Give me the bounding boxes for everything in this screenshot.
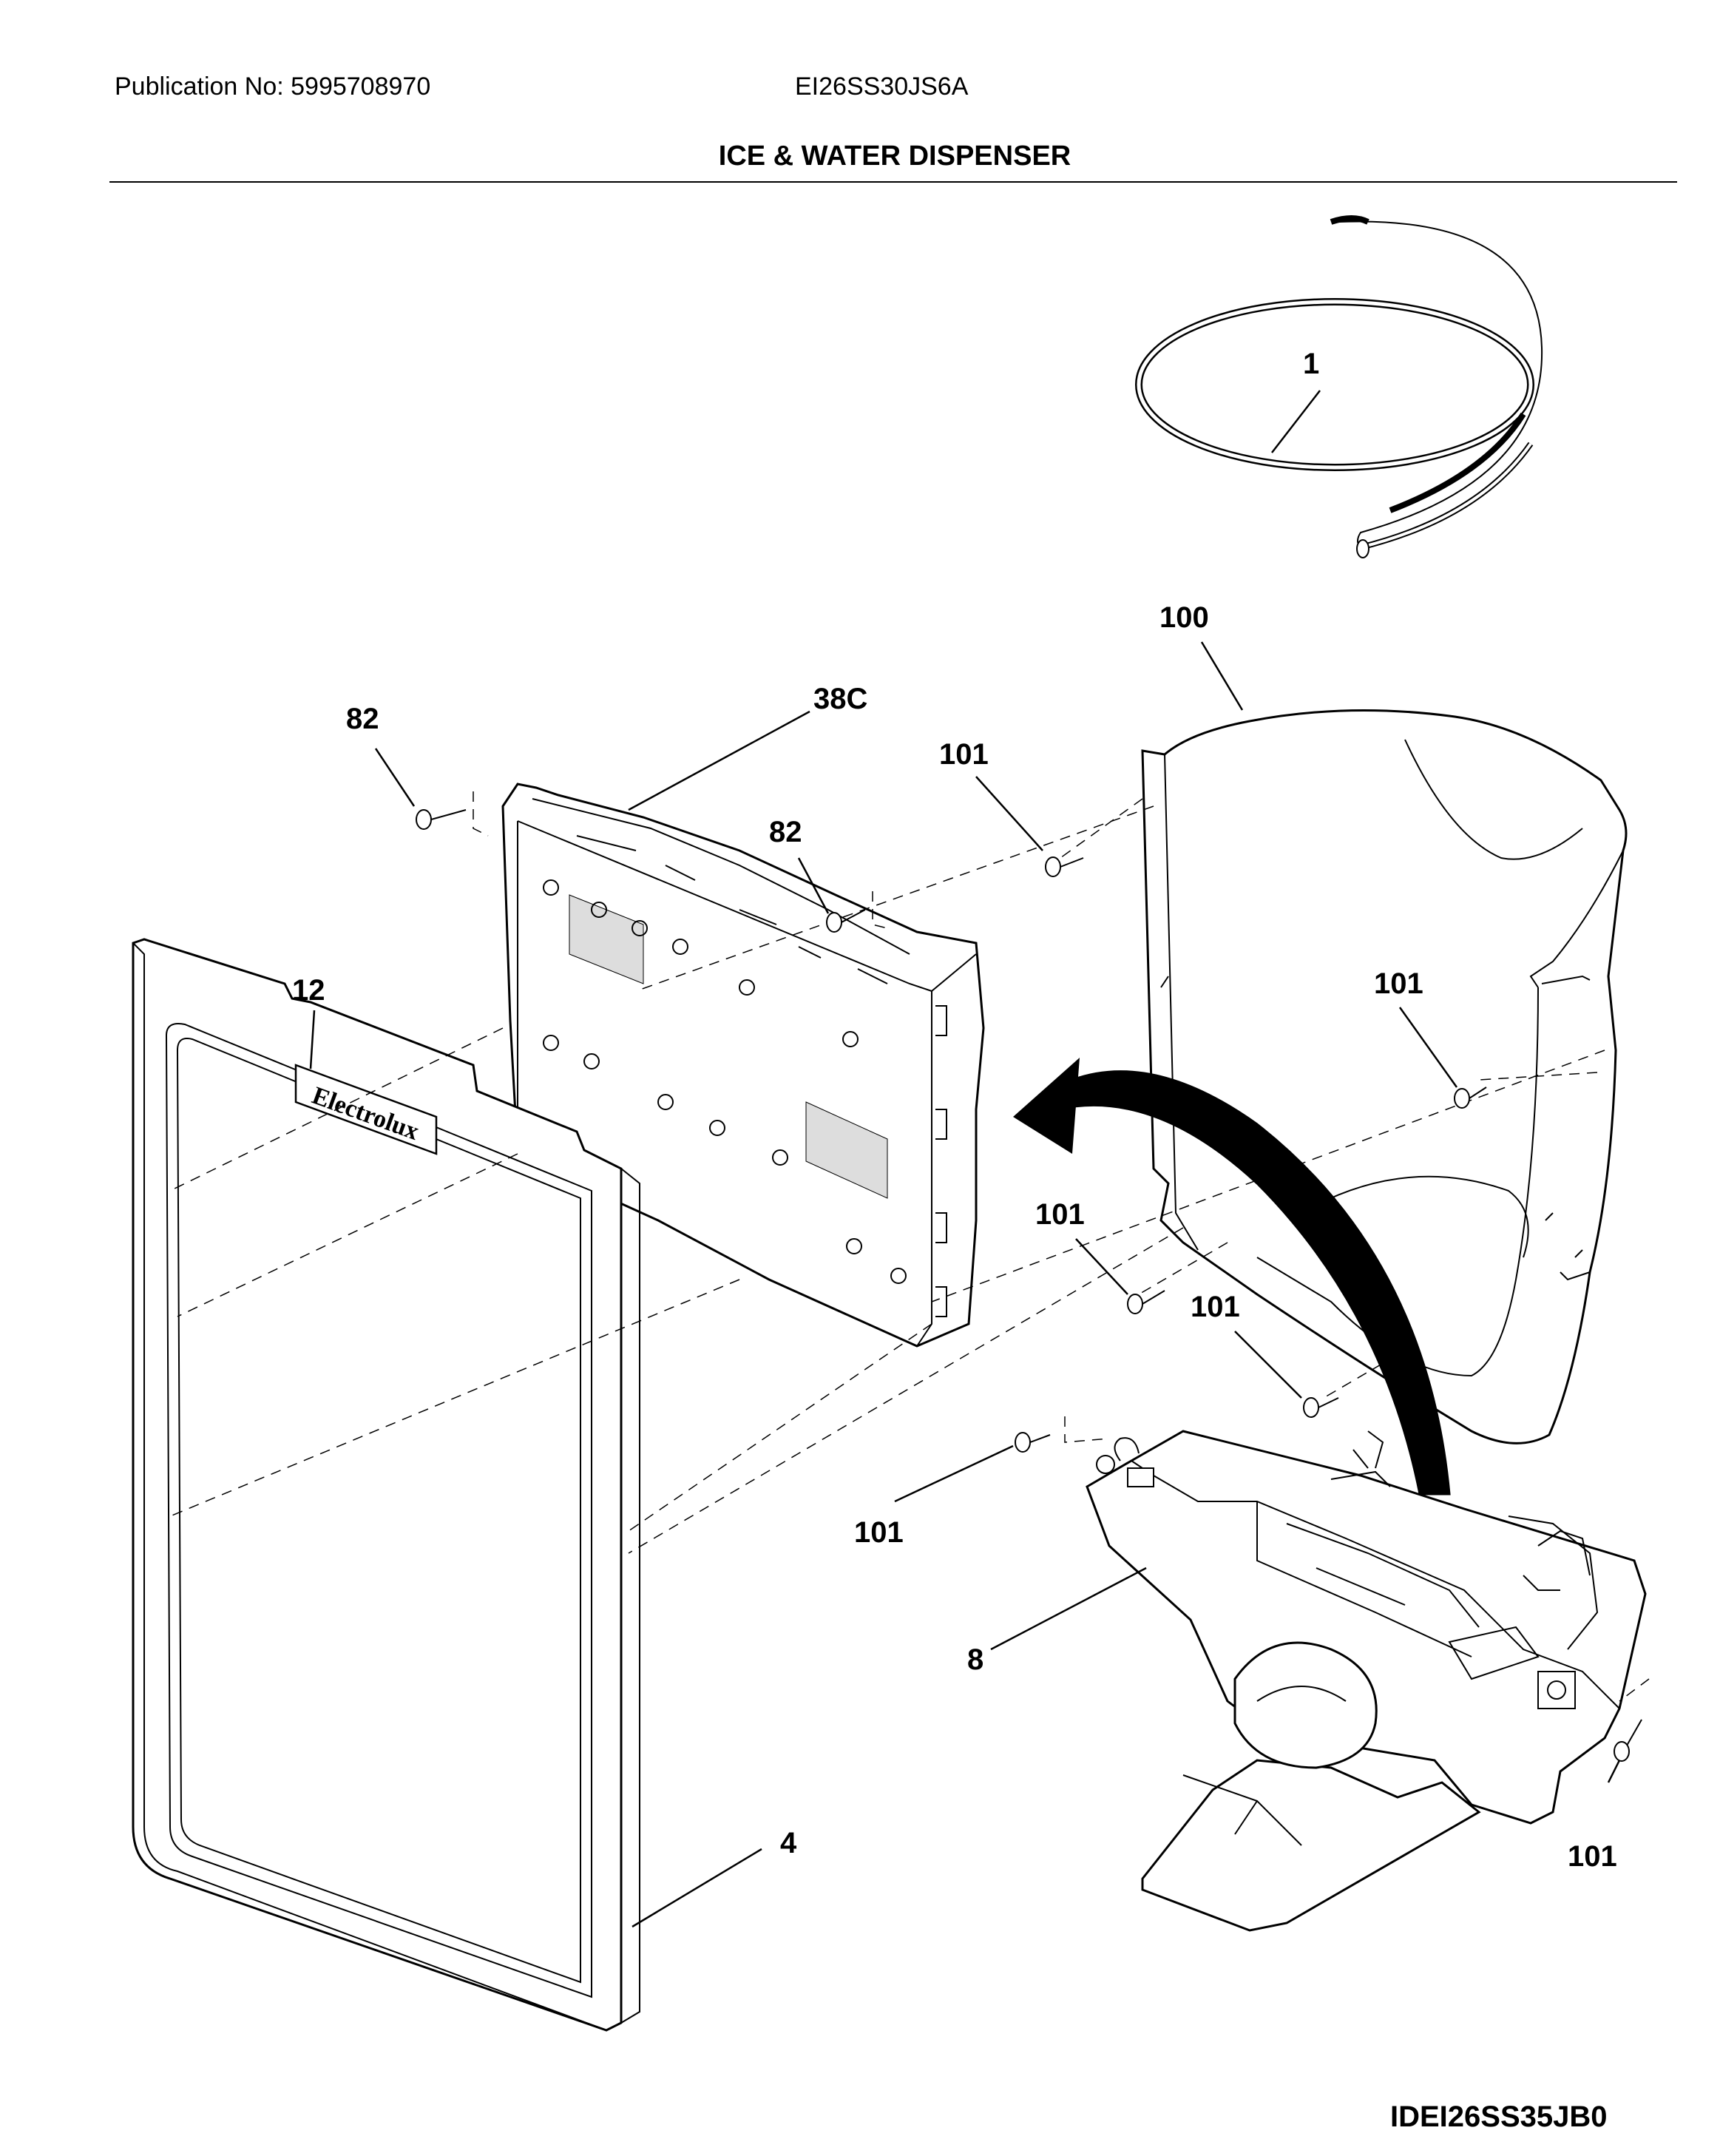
part-38c-control-board <box>501 783 985 1348</box>
screw-82b <box>826 909 866 933</box>
callout-82-left: 82 <box>346 703 379 735</box>
screws <box>416 809 1642 1762</box>
screw-101d <box>1303 1397 1339 1418</box>
screw-101e <box>1015 1432 1051 1453</box>
assembly-arrow <box>1013 1058 1451 1496</box>
alignment-lines <box>169 791 1650 1702</box>
callout-101-lower: 101 <box>1191 1291 1240 1323</box>
callout-82-board: 82 <box>769 816 802 848</box>
page-title: ICE & WATER DISPENSER <box>718 141 1071 172</box>
screw-82a <box>416 809 467 830</box>
callout-4: 4 <box>780 1827 797 1859</box>
header-rule <box>109 181 1677 183</box>
model-number: EI26SS30JS6A <box>795 72 969 101</box>
callout-101-housing: 101 <box>1374 967 1423 1000</box>
part-8-dispenser-assembly <box>1086 1430 1647 1932</box>
callout-8: 8 <box>967 1643 983 1676</box>
screw-101c <box>1127 1290 1165 1314</box>
leader-lines <box>309 390 1621 1928</box>
callout-100: 100 <box>1159 601 1209 634</box>
callout-12: 12 <box>292 974 325 1007</box>
callout-101-dispenser-right: 101 <box>1568 1840 1617 1873</box>
diagram-id: IDEI26SS35JB0 <box>1390 2101 1608 2133</box>
callout-101-top: 101 <box>939 738 989 771</box>
callout-1: 1 <box>1303 348 1319 380</box>
callout-101-mid: 101 <box>1035 1198 1085 1231</box>
callout-38c: 38C <box>813 683 867 715</box>
callout-101-dispenser-left: 101 <box>854 1516 904 1549</box>
publication-number: Publication No: 5995708970 <box>115 72 431 101</box>
part-1-tubing <box>1135 215 1543 558</box>
screw-101b <box>1454 1087 1487 1109</box>
callout-labels: 1 100 38C 82 82 101 101 101 101 101 101 … <box>292 348 1617 1873</box>
part-100-housing <box>1141 709 1628 1444</box>
screw-101f <box>1614 1719 1642 1762</box>
part-4-front-frame: Electrolux <box>132 938 640 2032</box>
screw-101a <box>1045 856 1084 877</box>
